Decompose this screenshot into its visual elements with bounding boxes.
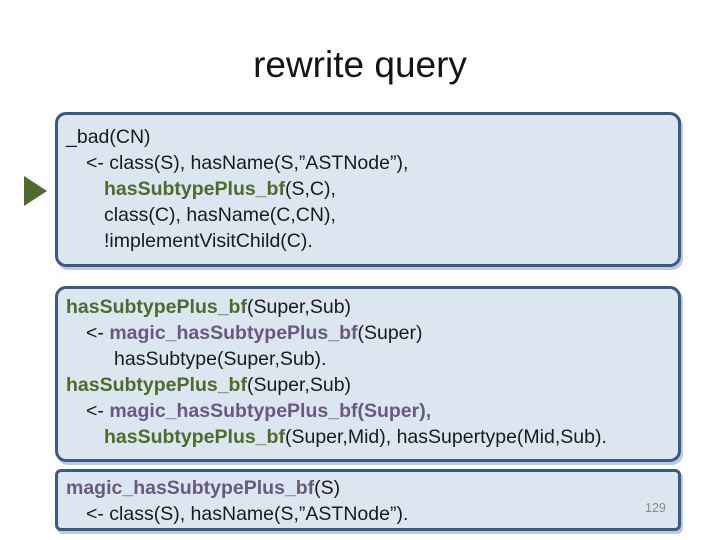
- page-number: 129: [645, 501, 666, 515]
- code-line: <- class(S), hasName(S,”ASTNode”).: [66, 501, 668, 527]
- rewritten-rules-box: hasSubtypePlus_bf(Super,Sub) <- magic_ha…: [55, 286, 681, 462]
- code-segment: <-: [86, 322, 110, 344]
- code-segment: (Super,Sub): [246, 296, 352, 318]
- predicate-head-segment: hasSubtypePlus_bf: [104, 178, 285, 200]
- code-line: <- class(S), hasName(S,”ASTNode”),: [66, 150, 668, 176]
- code-line: magic_hasSubtypePlus_bf(S): [66, 475, 668, 501]
- code-line: class(C), hasName(C,CN),: [66, 202, 668, 228]
- code-segment: class(C), hasName(C,CN),: [104, 204, 336, 226]
- code-segment: <- class(S), hasName(S,”ASTNode”).: [86, 503, 409, 525]
- code-segment: (Super): [357, 322, 423, 344]
- code-line: hasSubtypePlus_bf(Super,Sub): [66, 372, 668, 398]
- magic-predicate-segment: magic_hasSubtypePlus_bf(Super),: [109, 400, 432, 422]
- code-segment: (Super,Mid), hasSupertype(Mid,Sub).: [284, 426, 607, 448]
- code-segment: <- class(S), hasName(S,”ASTNode”),: [86, 152, 409, 174]
- code-line: hasSubtypePlus_bf(Super,Sub): [66, 294, 668, 320]
- code-line: <- magic_hasSubtypePlus_bf(Super),: [66, 398, 668, 424]
- code-line: hasSubtypePlus_bf(Super,Mid), hasSuperty…: [66, 424, 668, 450]
- magic-predicate-segment: magic_hasSubtypePlus_bf: [66, 477, 315, 499]
- code-line: hasSubtypePlus_bf(S,C),: [66, 176, 668, 202]
- code-segment: (S): [314, 477, 341, 499]
- predicate-head-segment: hasSubtypePlus_bf: [66, 374, 247, 396]
- predicate-head-segment: hasSubtypePlus_bf: [66, 296, 247, 318]
- bullet-arrow-icon: [24, 176, 47, 206]
- code-segment: (S,C),: [284, 178, 336, 200]
- code-segment: _bad(CN): [66, 126, 151, 148]
- magic-predicate-segment: magic_hasSubtypePlus_bf: [109, 322, 358, 344]
- predicate-head-segment: hasSubtypePlus_bf: [104, 426, 285, 448]
- code-segment: hasSubtype(Super,Sub).: [114, 348, 327, 370]
- code-line: <- magic_hasSubtypePlus_bf(Super): [66, 320, 668, 346]
- code-line: hasSubtype(Super,Sub).: [66, 346, 668, 372]
- slide-title: rewrite query: [253, 44, 467, 85]
- code-segment: (Super,Sub): [246, 374, 352, 396]
- code-segment: !implementVisitChild(C).: [104, 230, 313, 252]
- magic-seed-box: magic_hasSubtypePlus_bf(S) <- class(S), …: [55, 469, 681, 531]
- code-segment: <-: [86, 400, 110, 422]
- code-line: !implementVisitChild(C).: [66, 228, 668, 254]
- query-box: _bad(CN) <- class(S), hasName(S,”ASTNode…: [55, 112, 681, 267]
- code-line: _bad(CN): [66, 124, 668, 150]
